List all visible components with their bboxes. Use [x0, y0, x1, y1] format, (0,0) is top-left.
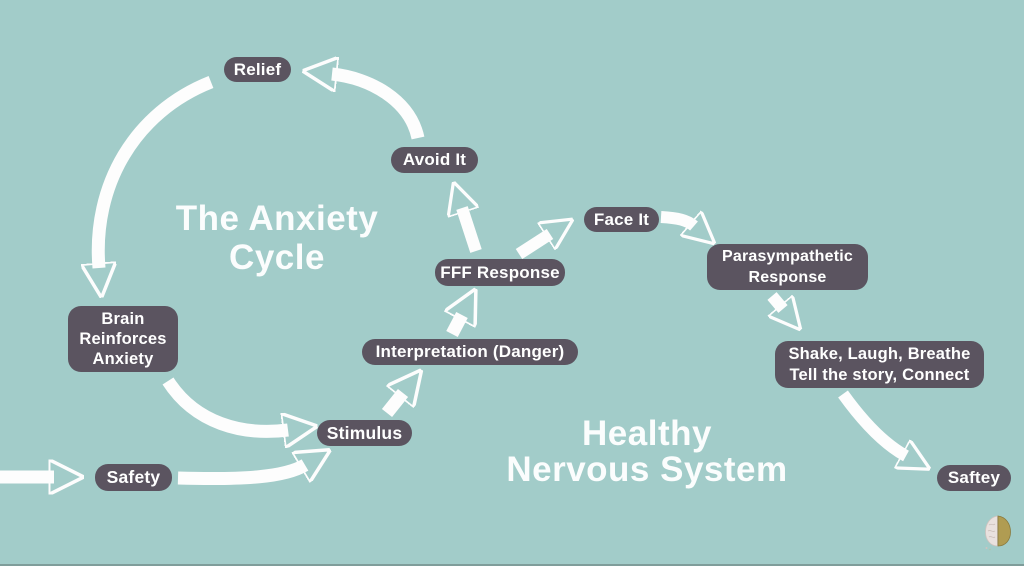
arrow-brain-to-stimulus: [162, 377, 288, 431]
node-shake-line2: Tell the story, Connect: [789, 365, 970, 384]
node-face-it-label: Face It: [593, 209, 650, 229]
half-brain-logo-icon: [985, 515, 1011, 551]
node-fff-response-label: FFF Response: [440, 262, 560, 282]
node-fff-response: FFF Response: [435, 259, 565, 286]
node-brain-reinforces-anxiety: Brain Reinforces Anxiety: [68, 306, 178, 372]
arrow-relief-to-brain: [98, 75, 214, 268]
node-stimulus-label: Stimulus: [326, 422, 403, 443]
arrow-shake-to-saftey: [838, 390, 906, 456]
node-shake-laugh-breathe: Shake, Laugh, Breathe Tell the story, Co…: [775, 341, 984, 388]
node-brain-line1: Brain: [101, 310, 145, 328]
anxiety-cycle-title-line2: Cycle: [229, 238, 325, 277]
node-parasympathetic-line2: Response: [748, 269, 827, 286]
arrow-faceit-to-parasympathetic: [660, 217, 694, 226]
healthy-title-line2: Nervous System: [506, 450, 788, 489]
node-relief: Relief: [224, 57, 291, 82]
arrow-parasympathetic-to-shake: [767, 292, 783, 309]
arrow-avoidit-to-relief: [332, 74, 425, 140]
node-avoid-it-label: Avoid It: [402, 150, 467, 169]
node-interpretation-label: Interpretation (Danger): [375, 342, 565, 361]
anxiety-cycle-title: The Anxiety Cycle: [148, 199, 406, 277]
node-shake-line1: Shake, Laugh, Breathe: [788, 344, 971, 363]
node-saftey: Saftey: [937, 465, 1011, 491]
node-stimulus: Stimulus: [317, 420, 412, 446]
node-safety: Safety: [95, 464, 172, 491]
bottom-edge-line: [0, 564, 1024, 566]
arrow-stimulus-to-interpretation: [381, 393, 403, 418]
node-saftey-label: Saftey: [947, 468, 1001, 487]
node-interpretation-danger: Interpretation (Danger): [362, 339, 578, 365]
node-relief-label: Relief: [233, 59, 282, 79]
healthy-title-line1: Healthy: [582, 414, 712, 453]
healthy-nervous-system-title: Healthy Nervous System: [478, 416, 816, 488]
node-face-it: Face It: [584, 207, 659, 232]
node-avoid-it: Avoid It: [391, 147, 478, 173]
node-parasympathetic-response: Parasympathetic Response: [707, 244, 868, 290]
arrow-interpretation-to-fff: [452, 315, 462, 338]
arrow-safety-to-stimulus: [177, 465, 305, 486]
node-brain-line2: Reinforces: [79, 330, 167, 348]
arrow-fff-to-faceit: [515, 234, 550, 260]
node-safety-label: Safety: [106, 467, 161, 487]
arrow-fff-to-avoidit: [462, 208, 482, 253]
node-brain-line3: Anxiety: [92, 350, 154, 368]
node-parasympathetic-line1: Parasympathetic: [721, 248, 854, 265]
anxiety-cycle-title-line1: The Anxiety: [175, 199, 379, 238]
